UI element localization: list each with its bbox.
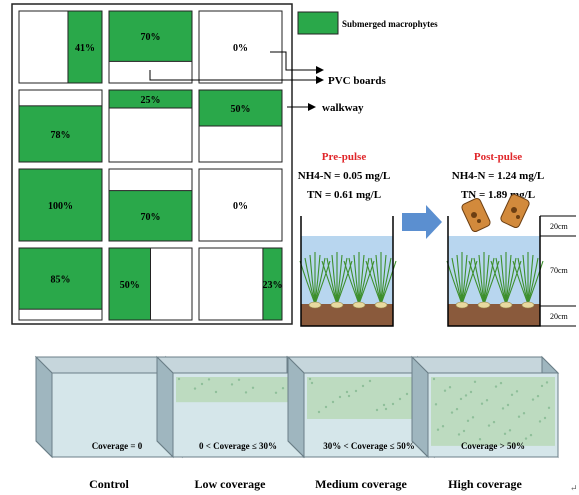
- pvc-boards-label: PVC boards: [328, 75, 386, 87]
- coverage-range-label: 0 < Coverage ≤ 30%: [199, 441, 277, 451]
- coverage-label: 85%: [51, 275, 71, 286]
- coverage-tank: Coverage > 50% High coverage: [410, 355, 560, 491]
- coverage-label: 23%: [262, 280, 282, 291]
- plot-cell: 0%: [198, 10, 283, 84]
- fertilizer-bag-icon: [500, 193, 530, 229]
- plot-cell: 50%: [108, 247, 193, 321]
- plot-cell: 85%: [18, 247, 103, 321]
- legend-label: Submerged macrophytes: [342, 19, 438, 29]
- coverage-label: 41%: [75, 43, 95, 54]
- plot-cell: 78%: [18, 89, 103, 163]
- tank-caption: Medium coverage: [315, 477, 407, 491]
- post-pulse-nh4: NH4-N = 1.24 mg/L: [452, 170, 544, 182]
- coverage-label: 25%: [141, 95, 161, 106]
- macrophyte-area: [108, 247, 151, 321]
- pulse-arrow-icon: [402, 205, 442, 239]
- coverage-range-label: Coverage > 50%: [461, 441, 525, 451]
- pre-pulse-mesocosm: [299, 216, 397, 327]
- post-pulse-title: Post-pulse: [474, 151, 522, 163]
- plot-cell: 100%: [18, 168, 103, 242]
- macrophyte-area: [108, 10, 193, 62]
- walkway-arrow: [287, 103, 316, 111]
- plot-cell: 25%: [108, 89, 193, 163]
- coverage-label: 50%: [231, 104, 251, 115]
- plot-cell: 41%: [18, 10, 103, 84]
- plot-grid: 41% 70% 0% 78% 25% 50% 100% 70% 0% 85% 50% 23%: [18, 10, 283, 321]
- legend-swatch: [297, 11, 339, 35]
- pre-pulse-tn: TN = 0.61 mg/L: [307, 189, 381, 201]
- coverage-label: 78%: [51, 130, 71, 141]
- macrophyte-area: [67, 10, 103, 84]
- plot-cell: 23%: [198, 247, 283, 321]
- macrophyte-area: [198, 89, 283, 127]
- submerged-plants-icon: [446, 252, 544, 309]
- coverage-label: 70%: [141, 212, 161, 223]
- pre-pulse-title: Pre-pulse: [322, 151, 367, 163]
- macrophyte-area: [108, 190, 193, 242]
- macrophyte-area: [18, 105, 103, 163]
- walkway-label: walkway: [322, 102, 364, 114]
- coverage-label: 0%: [233, 201, 248, 212]
- post-pulse-mesocosm: [446, 216, 544, 327]
- macrophyte-area: [18, 168, 103, 242]
- coverage-label: 50%: [120, 280, 140, 291]
- macrophyte-area: [262, 247, 283, 321]
- coverage-range-label: Coverage = 0: [92, 441, 143, 451]
- depth-label-bottom: 20cm: [550, 312, 569, 321]
- tank-caption: High coverage: [448, 477, 522, 491]
- macrophyte-mat: [176, 377, 300, 403]
- pre-pulse-nh4: NH4-N = 0.05 mg/L: [298, 170, 390, 182]
- coverage-label: 0%: [233, 43, 248, 54]
- depth-label-top: 20cm: [550, 222, 569, 231]
- macrophyte-area: [18, 247, 103, 310]
- tank-caption: Control: [89, 477, 129, 491]
- return-mark: ↵: [570, 483, 578, 493]
- coverage-tank: 0 < Coverage ≤ 30% Low coverage: [155, 355, 305, 491]
- depth-label-middle: 70cm: [550, 266, 569, 275]
- plot-cell: 50%: [198, 89, 283, 163]
- fertilizer-bag-icon: [461, 197, 491, 233]
- plot-cell: 70%: [108, 168, 193, 242]
- plot-cell: 0%: [198, 168, 283, 242]
- macrophyte-mat: [431, 377, 555, 446]
- depth-scale: [540, 215, 576, 327]
- plot-cell: 70%: [108, 10, 193, 84]
- coverage-range-label: 30% < Coverage ≤ 50%: [323, 441, 415, 451]
- tank-caption: Low coverage: [195, 477, 267, 491]
- coverage-label: 100%: [48, 201, 73, 212]
- coverage-tanks: Coverage = 0 Control 0 < Coverage ≤ 30% Low…: [34, 355, 560, 491]
- macrophyte-area: [108, 89, 193, 109]
- pvc-boards-arrows: [149, 51, 324, 84]
- submerged-plants-icon: [299, 252, 397, 309]
- macrophyte-mat: [307, 377, 431, 419]
- coverage-label: 70%: [141, 32, 161, 43]
